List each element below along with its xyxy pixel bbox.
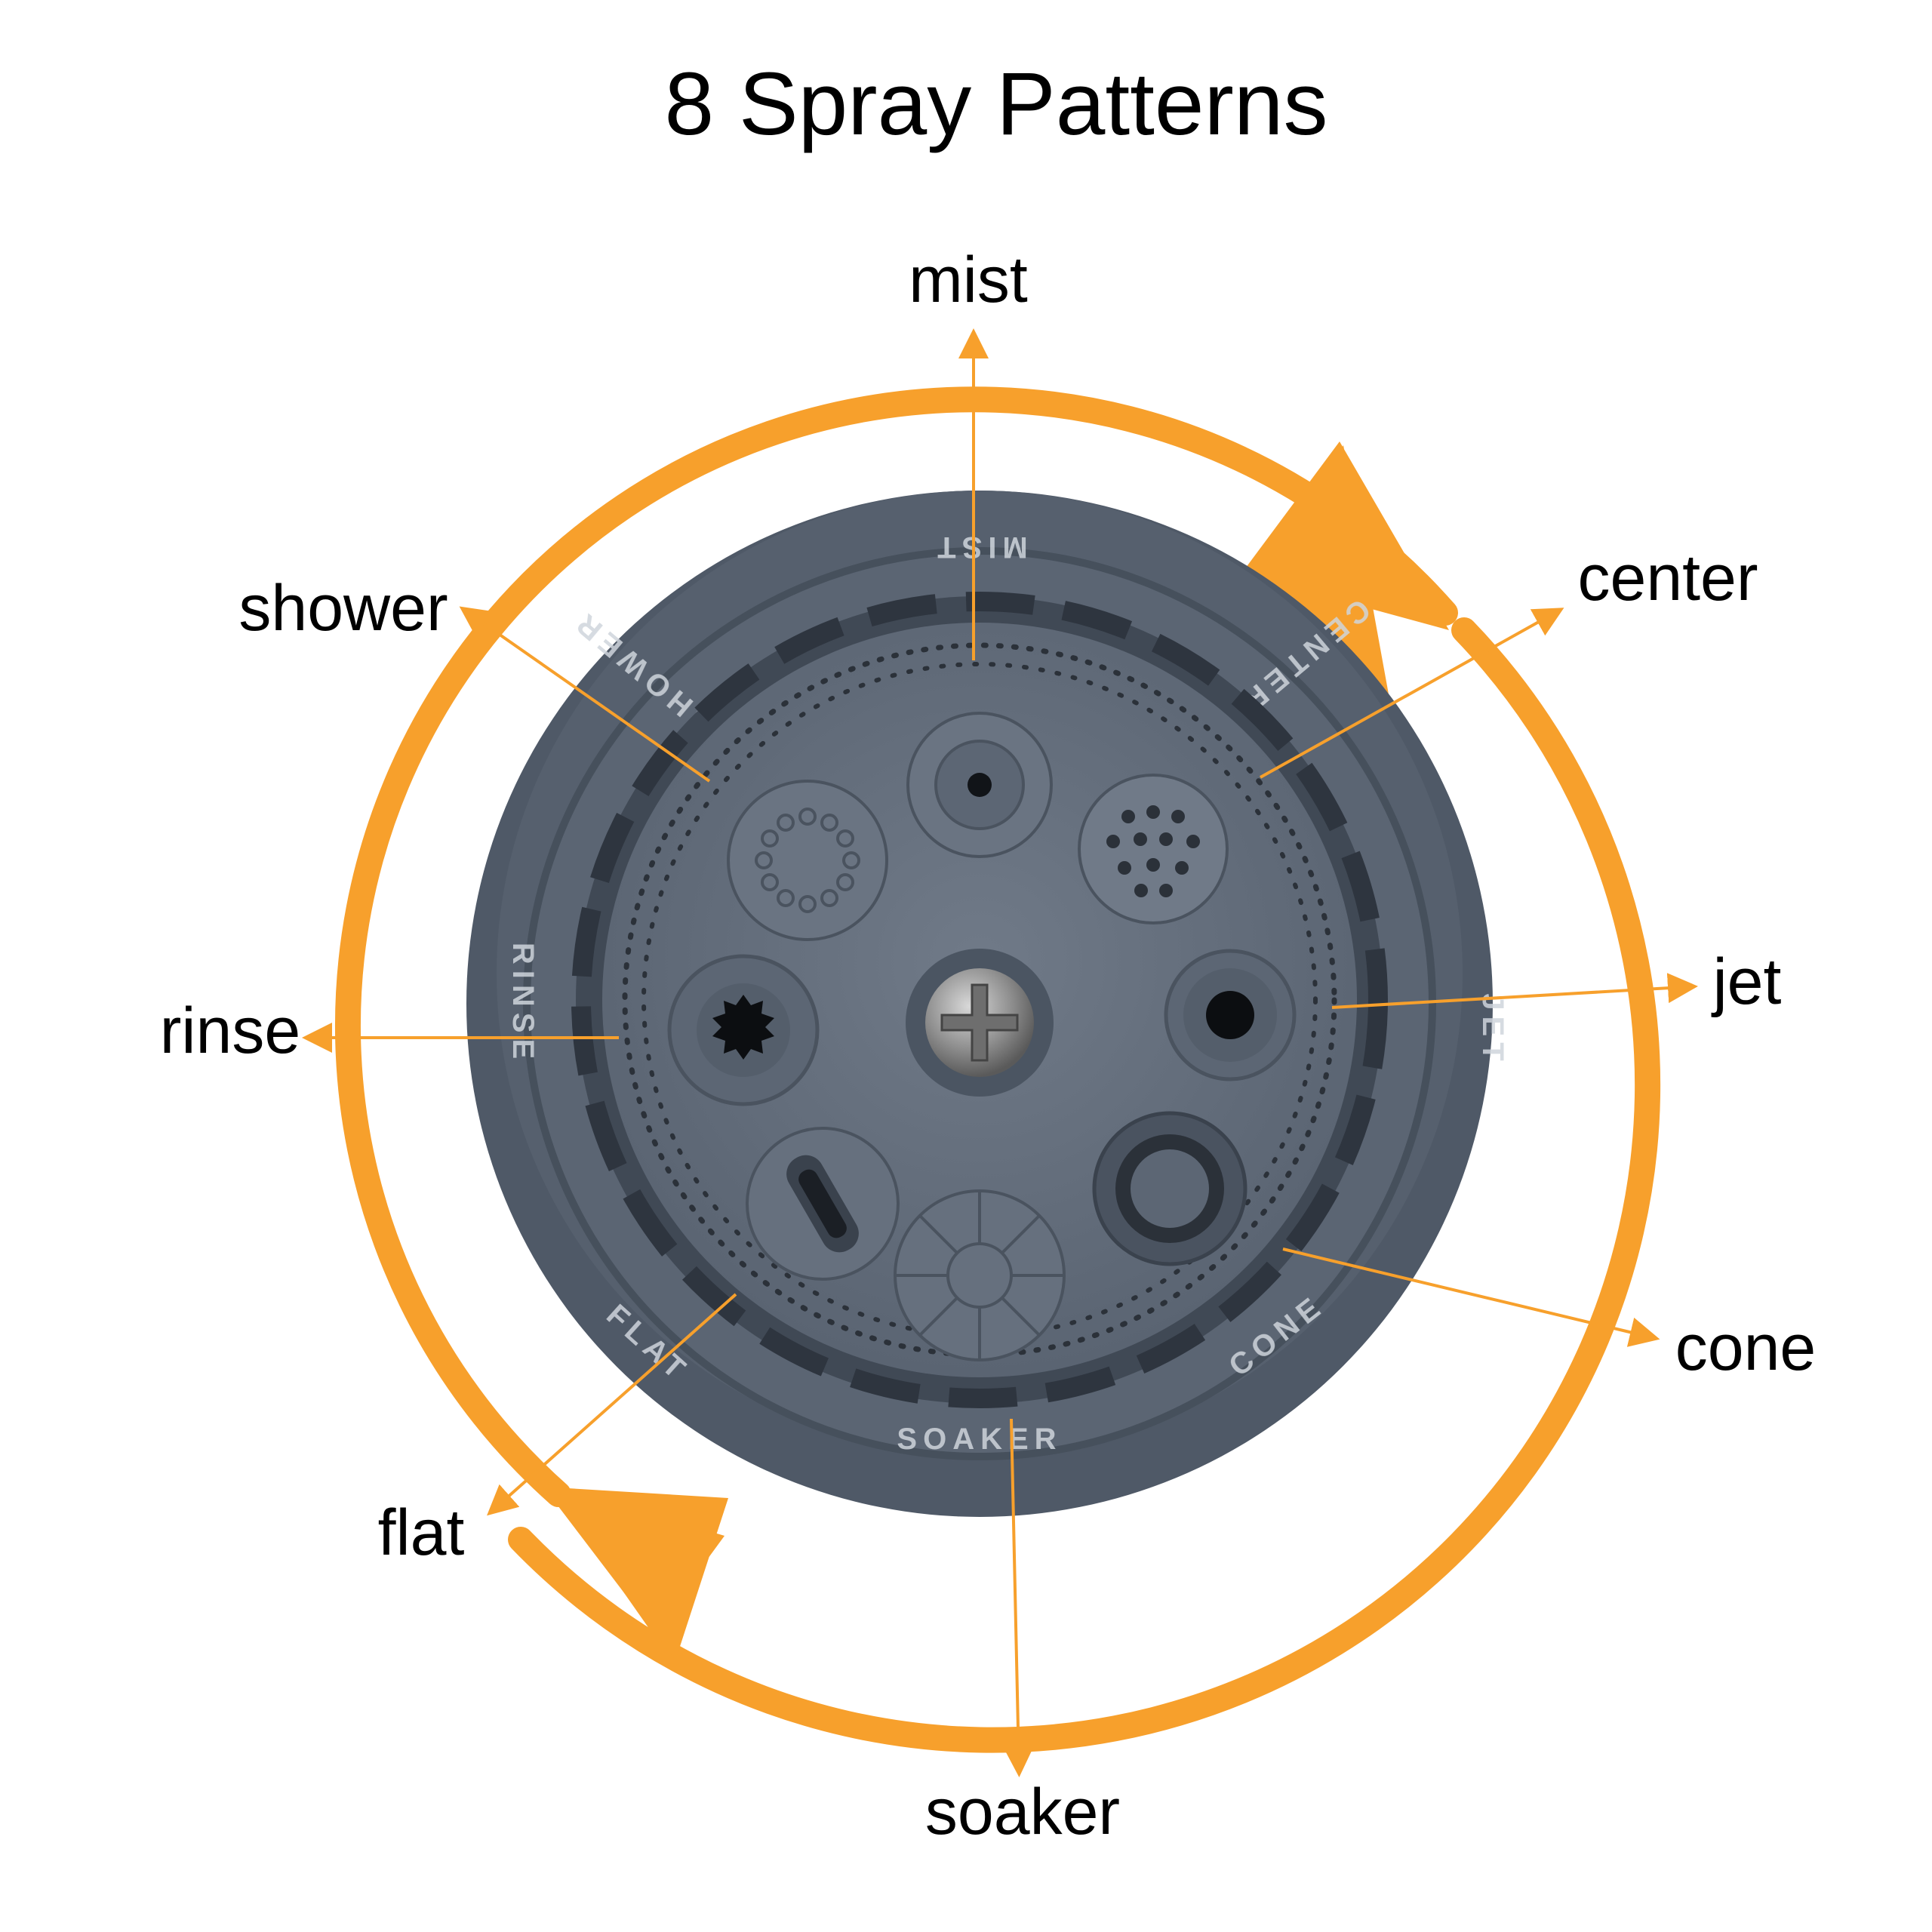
dial-label-soaker: SOAKER	[897, 1423, 1062, 1456]
leader-lines	[302, 328, 1698, 1777]
nozzle-outlet-jet	[1164, 949, 1297, 1081]
pattern-labels: mist center jet cone soaker flat rinse s…	[160, 244, 1816, 1848]
label-jet: jet	[1711, 946, 1782, 1018]
label-cone: cone	[1675, 1312, 1817, 1384]
nozzle-outlet-cone	[1092, 1111, 1247, 1266]
dial-label-rinse: RINSE	[506, 943, 540, 1065]
spray-nozzle: MIST SOAKER CONE FLAT JET RINSE SHOWER C…	[466, 491, 1509, 1517]
label-shower: shower	[238, 572, 448, 645]
phillips-screw-icon	[906, 949, 1054, 1097]
nozzle-outlet-shower	[727, 780, 888, 941]
nozzle-outlet-rinse	[667, 954, 820, 1106]
nozzle-outlet-mist	[906, 712, 1053, 858]
label-flat: flat	[378, 1497, 465, 1569]
dial-label-jet: JET	[1476, 993, 1509, 1066]
leader-line-shower	[459, 606, 711, 783]
page-title: 8 Spray Patterns	[665, 54, 1328, 154]
dial-label-mist: MIST	[931, 531, 1028, 564]
nozzle-outlet-flat	[746, 1127, 900, 1281]
label-center: center	[1577, 542, 1758, 614]
nozzle-slot-ring	[571, 592, 1388, 1408]
leader-line-cone	[1282, 1247, 1660, 1347]
leader-line-soaker	[1003, 1418, 1034, 1777]
mist-hole-ring-inner	[641, 662, 1318, 1338]
label-mist: mist	[909, 244, 1028, 316]
leader-line-jet	[1331, 973, 1698, 1009]
label-rinse: rinse	[160, 995, 300, 1067]
nozzle-outlet-center	[1078, 774, 1229, 924]
nozzle-outlet-soaker	[894, 1189, 1066, 1361]
label-soaker: soaker	[925, 1776, 1120, 1848]
leader-line-flat	[487, 1293, 737, 1516]
rotation-arrows-icon	[334, 386, 1661, 1753]
leader-line-center	[1260, 608, 1564, 779]
